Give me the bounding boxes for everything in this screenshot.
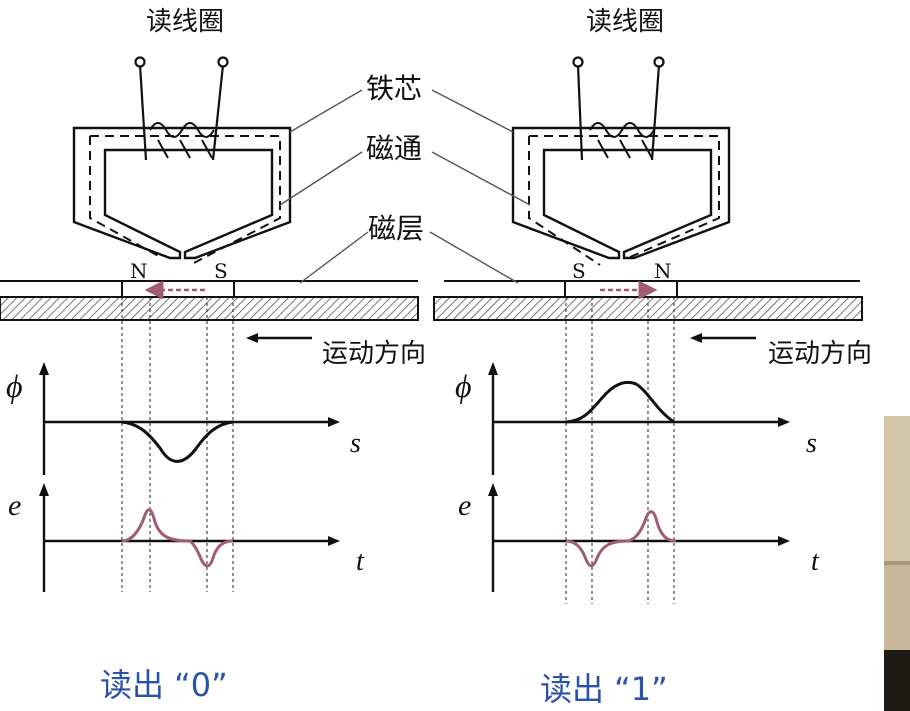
left-flux-graph: ϕ s bbox=[6, 362, 361, 475]
right-emf-x-label: t bbox=[811, 546, 820, 577]
right-pole-n: N bbox=[654, 259, 672, 283]
callout-core-label: 铁芯 bbox=[366, 72, 422, 105]
right-emf-curve bbox=[565, 510, 677, 568]
right-dotted-guides bbox=[565, 297, 675, 604]
left-flux-curve bbox=[121, 420, 234, 463]
left-flux-axis-label: ϕ bbox=[6, 368, 23, 404]
left-panel: 读线圈 N S 运动方向 bbox=[0, 7, 426, 704]
right-flux-graph: ϕ s bbox=[455, 362, 817, 475]
speaker-video-thumbnail bbox=[884, 416, 910, 711]
right-coil-label: 读线圈 bbox=[586, 7, 664, 37]
callout-flux: 磁通 bbox=[279, 132, 531, 206]
right-panel: 读线圈 S N 运动方向 bbox=[433, 7, 872, 708]
right-flux-curve bbox=[565, 380, 675, 424]
left-dotted-guides bbox=[121, 297, 234, 592]
right-pole-s: S bbox=[572, 259, 586, 283]
left-coil-leads bbox=[134, 56, 229, 161]
left-direction-label: 运动方向 bbox=[322, 339, 426, 369]
right-flux-axis-label: ϕ bbox=[455, 368, 472, 404]
left-direction: 运动方向 bbox=[246, 333, 426, 369]
right-emf-axis-label: e bbox=[458, 489, 471, 522]
left-iron-core bbox=[72, 126, 292, 260]
left-emf-graph: e t bbox=[8, 483, 365, 592]
left-flux-x-label: s bbox=[350, 428, 361, 459]
left-caption: 读出 “0” bbox=[100, 666, 228, 704]
left-pole-s: S bbox=[214, 259, 228, 283]
right-emf-graph: e t bbox=[458, 483, 820, 592]
left-coil-label: 读线圈 bbox=[146, 7, 224, 37]
callout-layer: 磁层 bbox=[299, 212, 519, 284]
right-flux-path bbox=[528, 135, 720, 266]
left-emf-x-label: t bbox=[356, 546, 365, 577]
right-coil-leads bbox=[572, 56, 665, 161]
left-emf-curve bbox=[121, 508, 234, 568]
callout-flux-label: 磁通 bbox=[366, 132, 422, 165]
left-substrate bbox=[0, 296, 419, 321]
right-direction-label: 运动方向 bbox=[768, 339, 872, 369]
right-flux-x-label: s bbox=[806, 428, 817, 459]
left-pole-n: N bbox=[130, 259, 148, 283]
right-iron-core bbox=[511, 126, 731, 260]
callout-layer-label: 磁层 bbox=[368, 212, 424, 245]
callouts: 铁芯 磁通 磁层 bbox=[279, 72, 531, 284]
left-emf-axis-label: e bbox=[8, 489, 21, 522]
right-direction: 运动方向 bbox=[690, 333, 872, 369]
left-flux-path bbox=[89, 135, 281, 266]
right-caption: 读出 “1” bbox=[540, 670, 668, 708]
callout-core: 铁芯 bbox=[289, 72, 514, 133]
